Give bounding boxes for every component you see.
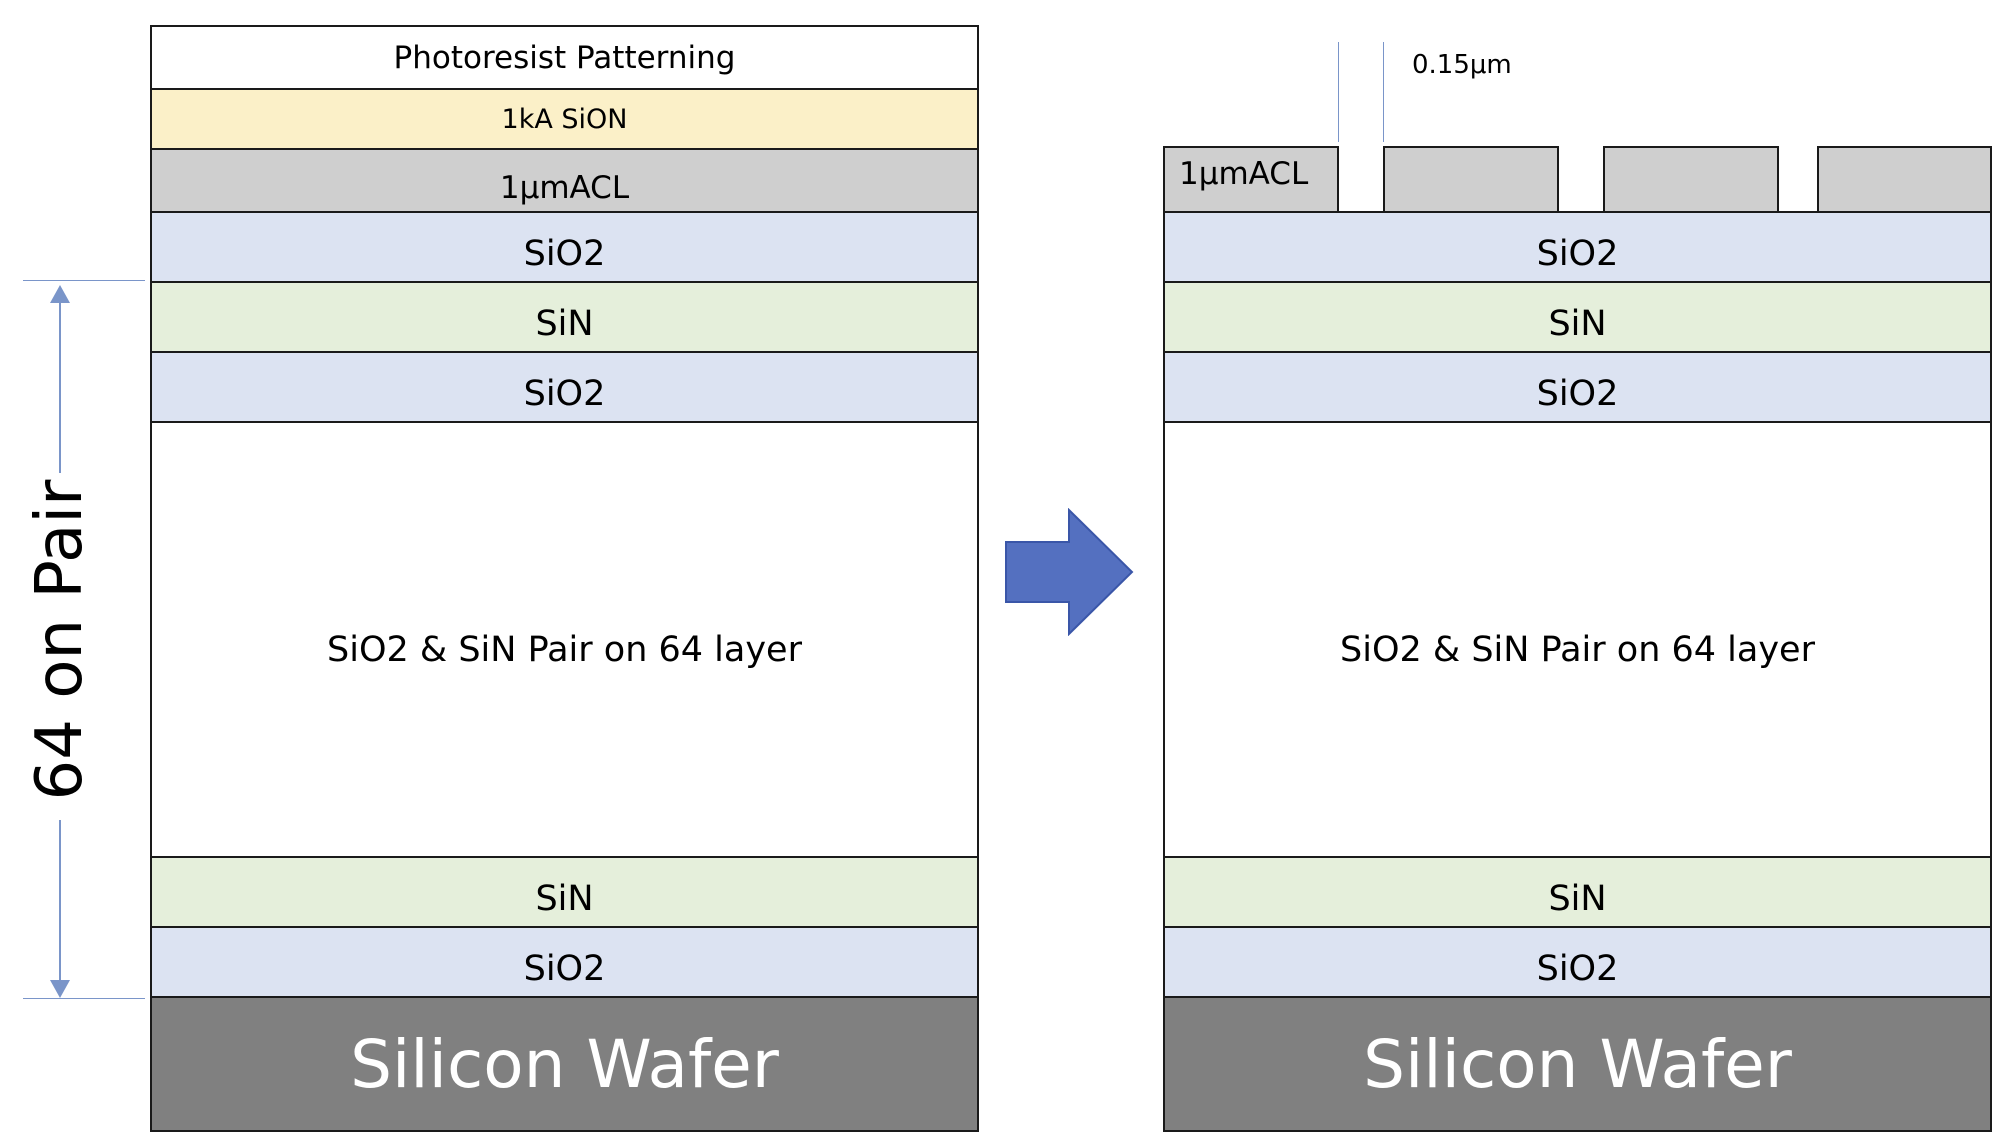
- sio2-bottom-layer: SiO2: [150, 926, 979, 998]
- right-sin-bottom-layer: SiN: [1163, 856, 1992, 928]
- dimension-arrowhead-top: [50, 285, 70, 303]
- acl-right-label: 1μmACL: [1179, 156, 1309, 192]
- pair-stack-label: SiO2 & SiN Pair on 64 layer: [327, 629, 802, 670]
- acl-block-3: [1603, 146, 1779, 213]
- dimension-arrowhead-bottom: [50, 980, 70, 998]
- trench-marker-right: [1383, 42, 1384, 142]
- pair-count-label: 64 on Pair: [23, 479, 97, 801]
- right-silicon-wafer: Silicon Wafer: [1163, 996, 1992, 1132]
- sin-1-label: SiN: [535, 304, 594, 344]
- acl-label: 1μmACL: [499, 169, 630, 206]
- right-sio2-layer-2: SiO2: [1163, 351, 1992, 423]
- process-arrow-icon: [1005, 508, 1134, 636]
- sio2-bottom-label: SiO2: [523, 949, 606, 989]
- sin-bottom-layer: SiN: [150, 856, 979, 928]
- right-sin-bottom-label: SiN: [1548, 879, 1607, 919]
- sio2-top-label: SiO2: [523, 234, 606, 274]
- photoresist-label: Photoresist Patterning: [393, 39, 736, 76]
- photoresist-layer: Photoresist Patterning: [150, 25, 979, 90]
- right-wafer-label: Silicon Wafer: [1363, 1025, 1792, 1103]
- sion-label: 1kA SiON: [501, 103, 628, 135]
- right-sio2-top-label: SiO2: [1536, 234, 1619, 274]
- sion-layer: 1kA SiON: [150, 88, 979, 150]
- dimension-line-upper: [59, 298, 61, 473]
- sio2-top-layer: SiO2: [150, 211, 979, 283]
- sin-bottom-label: SiN: [535, 879, 594, 919]
- right-sio2-2-label: SiO2: [1536, 374, 1619, 414]
- right-sio2-bottom-label: SiO2: [1536, 949, 1619, 989]
- dimension-extension-bottom: [23, 998, 145, 999]
- silicon-wafer: Silicon Wafer: [150, 996, 979, 1132]
- sio2-layer-2: SiO2: [150, 351, 979, 423]
- right-pair-stack-layer: SiO2 & SiN Pair on 64 layer: [1163, 421, 1992, 858]
- wafer-label: Silicon Wafer: [350, 1025, 779, 1103]
- trench-width-label: 0.15μm: [1412, 50, 1512, 80]
- acl-block-1: 1μmACL: [1163, 146, 1339, 213]
- acl-block-4: [1817, 146, 1992, 213]
- right-sio2-bottom-layer: SiO2: [1163, 926, 1992, 998]
- right-pair-stack-label: SiO2 & SiN Pair on 64 layer: [1340, 629, 1815, 670]
- right-sin-layer-1: SiN: [1163, 281, 1992, 353]
- pair-stack-layer: SiO2 & SiN Pair on 64 layer: [150, 421, 979, 858]
- sio2-2-label: SiO2: [523, 374, 606, 414]
- dimension-extension-top: [23, 280, 145, 281]
- trench-marker-left: [1338, 42, 1339, 142]
- right-sin-1-label: SiN: [1548, 304, 1607, 344]
- acl-block-2: [1383, 146, 1559, 213]
- right-sio2-top-layer: SiO2: [1163, 211, 1992, 283]
- sin-layer-1: SiN: [150, 281, 979, 353]
- dimension-line-lower: [59, 820, 61, 985]
- acl-layer: 1μmACL: [150, 148, 979, 213]
